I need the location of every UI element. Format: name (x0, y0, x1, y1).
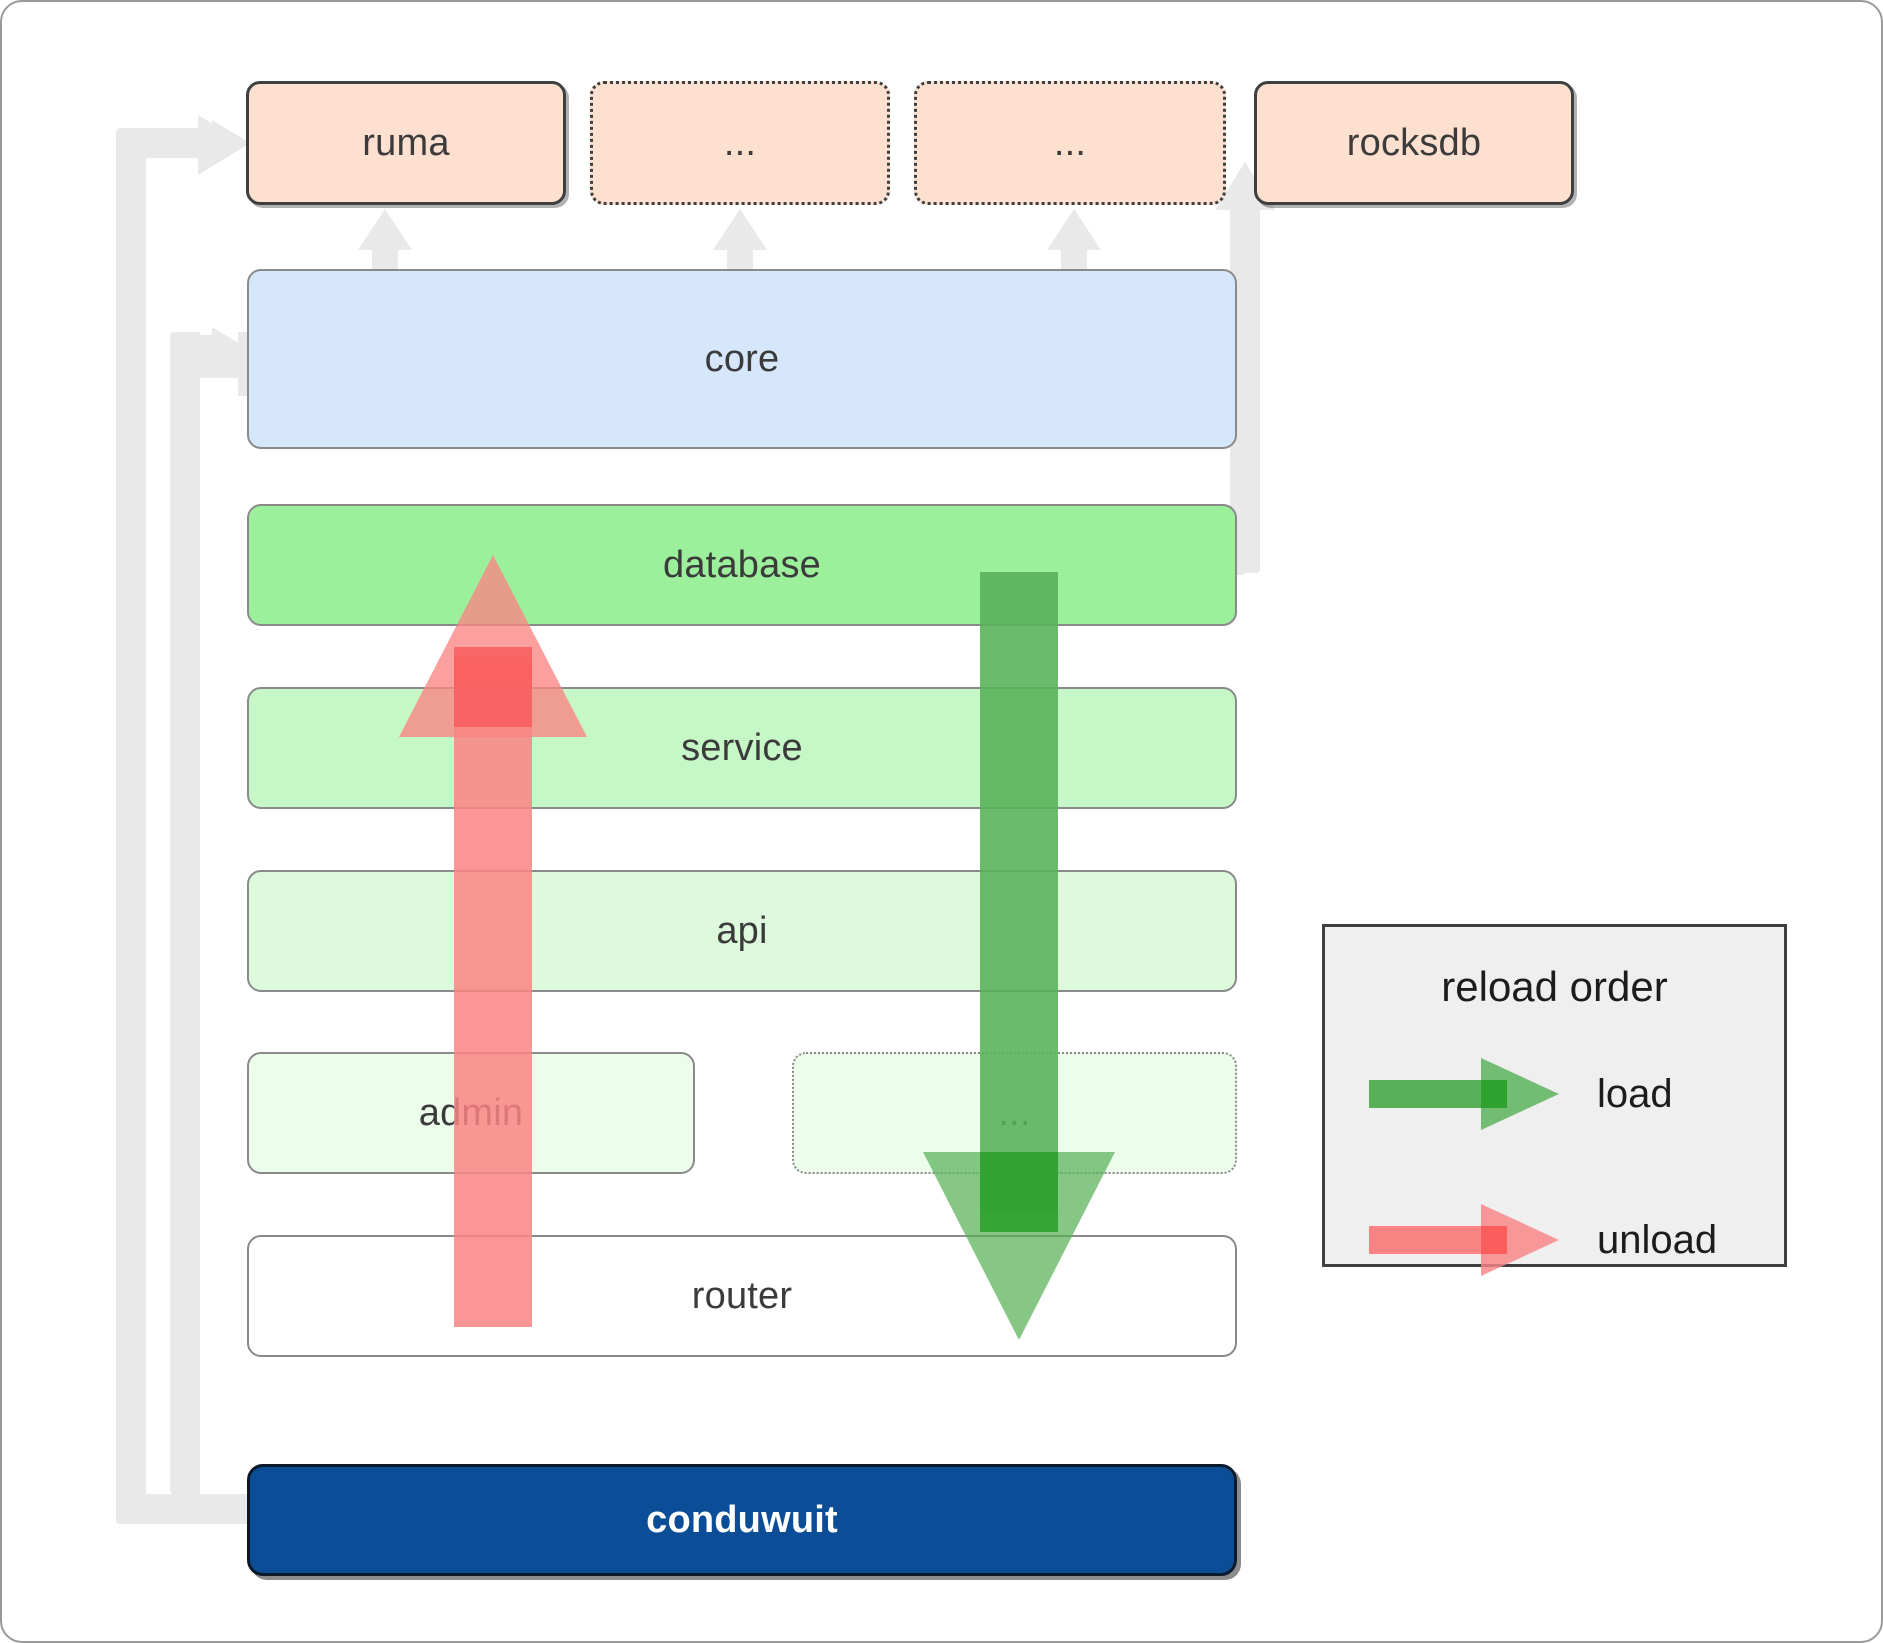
legend-row-unload: unload (1369, 1195, 1769, 1285)
dependency-node-dots-2[interactable]: ... (914, 81, 1226, 205)
legend-row-load: load (1369, 1049, 1769, 1139)
layer-node-api[interactable]: api (247, 870, 1237, 992)
connector-conduwuit-to-ruma (120, 115, 247, 1547)
legend-panel: reload order load unload (1322, 924, 1787, 1276)
connector-conduwuit-to-core (172, 332, 250, 1496)
unload-arrow-icon (1369, 1204, 1559, 1276)
layer-label-service: service (681, 726, 803, 769)
layer-label-api: api (716, 909, 768, 952)
layer-node-dots-3[interactable]: ... (792, 1052, 1237, 1174)
layer-label-admin: admin (418, 1091, 524, 1134)
dependency-node-rocksdb[interactable]: rocksdb (1254, 81, 1574, 205)
dependency-label-ruma: ruma (362, 121, 450, 164)
layer-node-admin[interactable]: admin (247, 1052, 695, 1174)
root-node-conduwuit[interactable]: conduwuit (247, 1464, 1237, 1576)
dependency-label-dots-1: ... (723, 121, 757, 164)
layer-node-database[interactable]: database (247, 504, 1237, 626)
layer-label-router: router (691, 1274, 793, 1317)
load-arrow-icon (1369, 1058, 1559, 1130)
layer-node-router[interactable]: router (247, 1235, 1237, 1357)
dependency-label-dots-2: ... (1053, 121, 1087, 164)
legend-label-load: load (1597, 1071, 1673, 1116)
connector-left-trunk (116, 120, 252, 1524)
dependency-label-rocksdb: rocksdb (1346, 121, 1482, 164)
layer-node-core[interactable]: core (247, 269, 1237, 449)
layer-label-dots-3: ... (998, 1091, 1031, 1134)
layer-label-database: database (663, 543, 821, 586)
layer-node-service[interactable]: service (247, 687, 1237, 809)
legend-label-unload: unload (1597, 1217, 1718, 1262)
dependency-node-dots-1[interactable]: ... (590, 81, 890, 205)
legend-title: reload order (1441, 963, 1668, 1010)
root-label-conduwuit: conduwuit (646, 1498, 838, 1541)
layer-label-core: core (704, 337, 780, 380)
dependency-node-ruma[interactable]: ruma (246, 81, 566, 205)
